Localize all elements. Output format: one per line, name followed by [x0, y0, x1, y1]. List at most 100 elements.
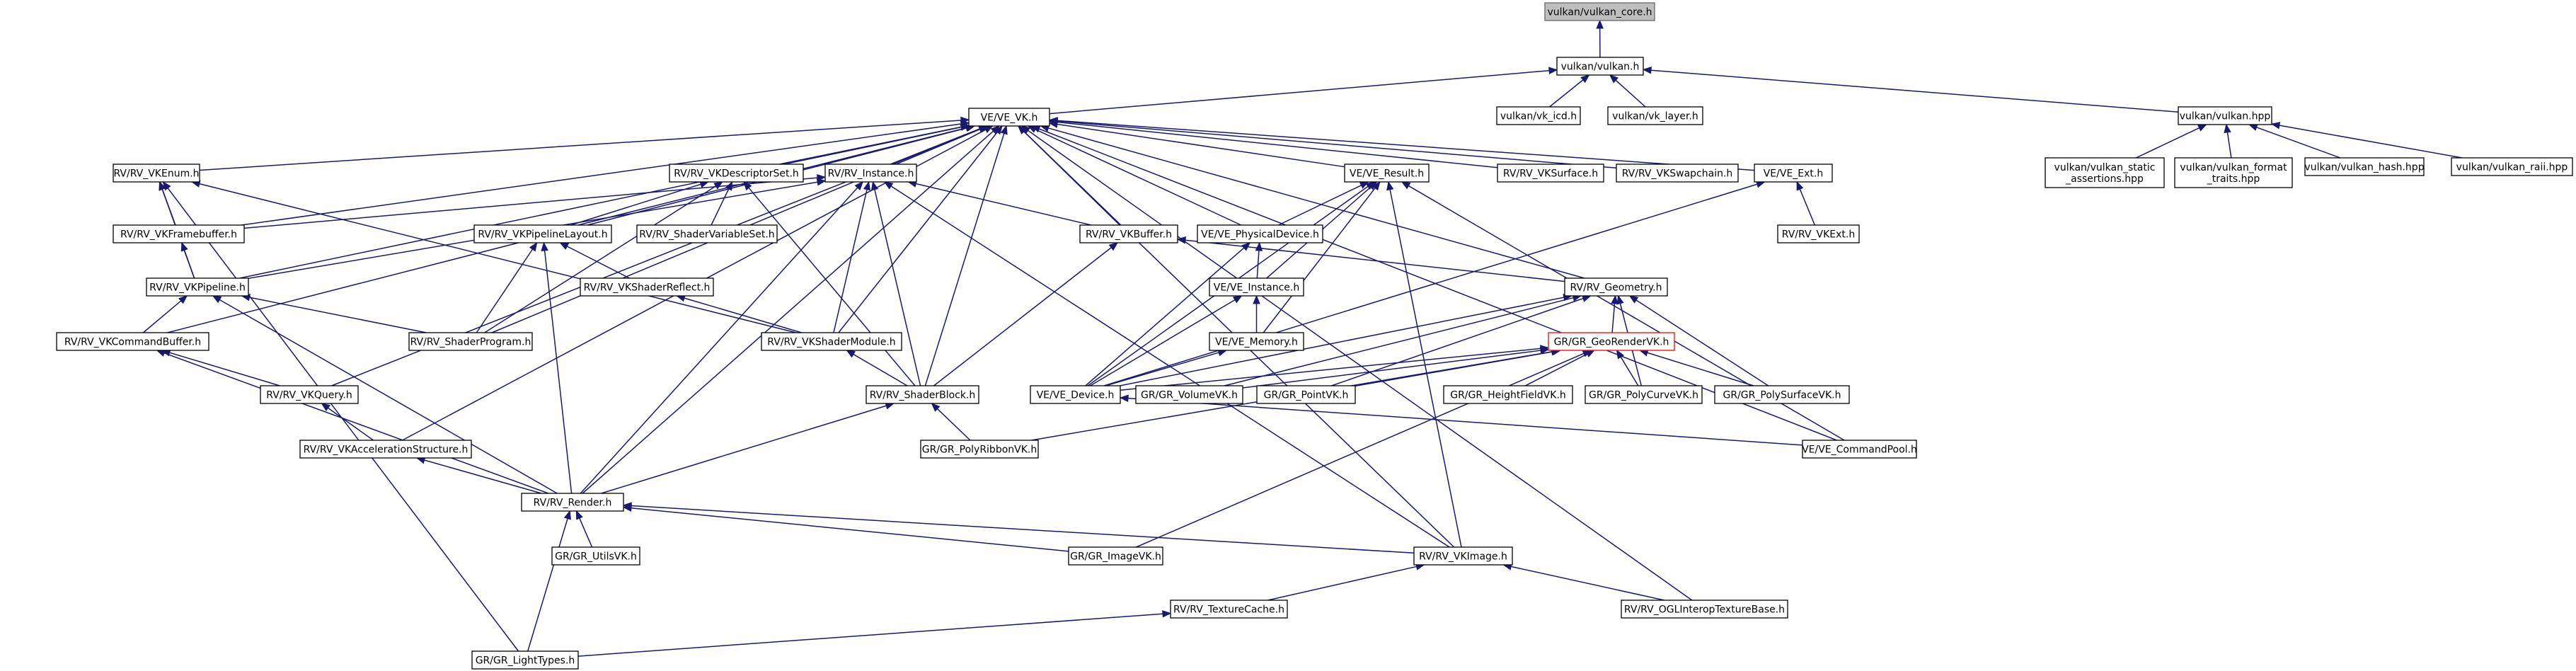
node-box — [2045, 157, 2165, 188]
node-label: vulkan/vulkan_raii.hpp — [2456, 162, 2568, 173]
node-box — [580, 277, 714, 297]
node-georender[interactable]: GR/GR_GeoRenderVK.h — [1548, 332, 1675, 351]
node-render[interactable]: RV/RV_Render.h — [521, 493, 624, 512]
arrowhead-icon — [1253, 294, 1260, 304]
node-box — [1030, 385, 1121, 404]
node-cmdbuffer[interactable]: RV/RV_VKCommandBuffer.h — [56, 332, 209, 351]
node-box — [1068, 546, 1163, 566]
node-box — [968, 108, 1050, 127]
node-polysurface[interactable]: GR/GR_PolySurfaceVK.h — [1714, 385, 1850, 404]
node-label: RV/RV_VKPipelineLayout.h — [478, 229, 607, 241]
edge-render-to-instance — [580, 181, 864, 494]
arrowhead-icon — [816, 178, 827, 186]
node-vedevice[interactable]: VE/VE_Device.h — [1030, 385, 1121, 404]
node-pipelayout[interactable]: RV/RV_VKPipelineLayout.h — [473, 224, 612, 243]
edge-vevk-to-vulkan — [1049, 67, 1558, 115]
node-heightfield[interactable]: GR/GR_HeightFieldVK.h — [1443, 385, 1573, 404]
edge-polycurve-to-georender — [1616, 349, 1639, 386]
node-vkstatic[interactable]: vulkan/vulkan_static_assertions.hpp — [2045, 157, 2165, 188]
node-label: VE/VE_Memory.h — [1215, 337, 1298, 348]
node-imagevk[interactable]: GR/GR_ImageVK.h — [1068, 546, 1163, 566]
node-utilsvk[interactable]: GR/GR_UtilsVK.h — [551, 546, 640, 566]
edge-vedevice-to-veext — [1103, 180, 1766, 386]
edge-vkpipeline-to-vevk — [239, 123, 970, 279]
node-shaderprog[interactable]: RV/RV_ShaderProgram.h — [408, 332, 533, 351]
node-vevk[interactable]: VE/VE_VK.h — [968, 108, 1050, 127]
node-shaderblock[interactable]: RV/RV_ShaderBlock.h — [866, 385, 979, 404]
node-vkhash[interactable]: vulkan/vulkan_hash.hpp — [2304, 157, 2425, 176]
arrowhead-icon — [162, 180, 171, 191]
edge-vkformat-to-vulkanhpp — [2224, 123, 2232, 159]
node-box — [1209, 277, 1304, 297]
node-vkbuffer[interactable]: RV/RV_VKBuffer.h — [1079, 224, 1178, 243]
node-box — [2174, 157, 2293, 188]
node-box — [2178, 106, 2272, 125]
node-vkext[interactable]: RV/RV_VKExt.h — [1777, 224, 1860, 243]
node-box — [146, 277, 249, 297]
node-polycurve[interactable]: GR/GR_PolyCurveVK.h — [1585, 385, 1703, 404]
node-geometry[interactable]: RV/RV_Geometry.h — [1564, 277, 1668, 297]
node-physdev[interactable]: VE/VE_PhysicalDevice.h — [1197, 224, 1323, 243]
node-label: VE/VE_Device.h — [1037, 390, 1115, 401]
node-shadermodule[interactable]: RV/RV_VKShaderModule.h — [761, 332, 902, 351]
node-vulkanhpp[interactable]: vulkan/vulkan.hpp — [2178, 106, 2272, 125]
edge-shaderreflect-to-pipelayout — [559, 242, 630, 279]
node-vklayer[interactable]: vulkan/vk_layer.h — [1607, 106, 1703, 125]
node-vkdescset[interactable]: RV/RV_VKDescriptorSet.h — [669, 164, 804, 183]
node-box — [471, 650, 579, 670]
arrowhead-icon — [212, 295, 222, 304]
node-label: GR/GR_LightTypes.h — [476, 655, 575, 667]
node-label: VE/VE_Instance.h — [1214, 282, 1299, 294]
node-vememory[interactable]: VE/VE_Memory.h — [1209, 332, 1304, 351]
node-vkswap[interactable]: RV/RV_VKSwapchain.h — [1616, 164, 1739, 183]
node-lighttypes[interactable]: GR/GR_LightTypes.h — [471, 650, 579, 670]
arrowhead-icon — [2224, 123, 2231, 134]
node-vulkan[interactable]: vulkan/vulkan.h — [1556, 57, 1644, 76]
node-veresult[interactable]: VE/VE_Result.h — [1344, 164, 1430, 183]
edge-shaderblock-to-vevk — [924, 125, 1008, 386]
node-box — [1802, 440, 1917, 459]
edge-vkstatic-to-vulkanhpp — [2136, 124, 2207, 159]
node-vkraii[interactable]: vulkan/vulkan_raii.hpp — [2451, 157, 2573, 176]
arrowhead-icon — [1255, 241, 1263, 251]
node-box — [1607, 106, 1703, 125]
edge-render-to-shaderblock — [601, 402, 895, 494]
node-cmdpool[interactable]: VE/VE_CommandPool.h — [1802, 440, 1917, 459]
node-box — [408, 332, 533, 351]
node-vkquery[interactable]: RV/RV_VKQuery.h — [260, 385, 359, 404]
node-shadervarset[interactable]: RV/RV_ShaderVariableSet.h — [636, 224, 778, 243]
node-vkfb[interactable]: RV/RV_VKFramebuffer.h — [113, 224, 245, 243]
node-shaderreflect[interactable]: RV/RV_VKShaderReflect.h — [580, 277, 714, 297]
node-instance[interactable]: RV/RV_Instance.h — [824, 164, 917, 183]
node-vkimage[interactable]: RV/RV_VKImage.h — [1413, 546, 1513, 566]
node-pointvk[interactable]: GR/GR_PointVK.h — [1256, 385, 1356, 404]
node-label: vulkan/vulkan_core.h — [1547, 7, 1652, 18]
node-veinstance[interactable]: VE/VE_Instance.h — [1209, 277, 1304, 297]
node-texcache[interactable]: RV/RV_TextureCache.h — [1170, 600, 1288, 619]
node-label: RV/RV_VKShaderReflect.h — [584, 282, 711, 294]
node-vksurface[interactable]: RV/RV_VKSurface.h — [1497, 164, 1604, 183]
node-polyribbon[interactable]: GR/GR_PolyRibbonVK.h — [920, 440, 1039, 459]
arrowhead-icon — [180, 241, 188, 252]
node-vkenum[interactable]: RV/RV_VKEnum.h — [113, 164, 200, 183]
node-oglinterop[interactable]: RV/RV_OGLInteropTextureBase.h — [1621, 600, 1788, 619]
edge-vulkanhpp-to-vulkan — [1642, 67, 2179, 113]
node-box — [2451, 157, 2573, 176]
edge-vulkan-to-vkcore — [1596, 19, 1604, 58]
node-vkicd[interactable]: vulkan/vk_icd.h — [1496, 106, 1581, 125]
arrowhead-icon — [1020, 125, 1031, 134]
arrowhead-icon — [156, 350, 166, 357]
node-label: RV/RV_VKCommandBuffer.h — [64, 337, 201, 348]
arrowhead-icon — [622, 502, 632, 510]
node-box — [299, 440, 472, 459]
node-volumevk[interactable]: GR/GR_VolumeVK.h — [1135, 385, 1243, 404]
node-vkpipeline[interactable]: RV/RV_VKPipeline.h — [146, 277, 249, 297]
node-accel[interactable]: RV/RV_VKAccelerationStructure.h — [299, 440, 472, 459]
arrowhead-icon — [1000, 125, 1008, 135]
edge-vememory-to-veinstance — [1253, 294, 1260, 333]
node-label: GR/GR_PolySurfaceVK.h — [1723, 390, 1841, 401]
node-vkformat[interactable]: vulkan/vulkan_format_traits.hpp — [2174, 157, 2293, 188]
node-veext[interactable]: VE/VE_Ext.h — [1754, 164, 1833, 183]
node-label: RV/RV_VKImage.h — [1419, 551, 1507, 563]
